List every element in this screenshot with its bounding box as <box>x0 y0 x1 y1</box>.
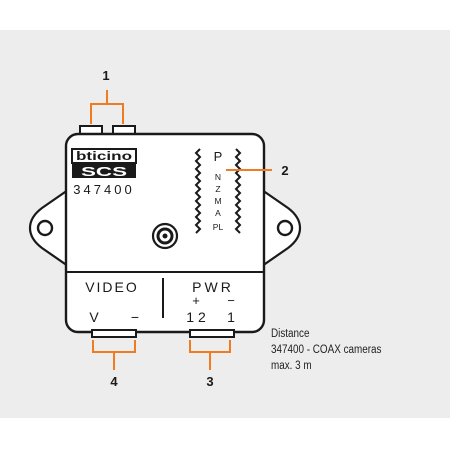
brand-logo-box-top <box>71 148 137 164</box>
coax-connector-pin <box>162 233 168 239</box>
power-minus: − <box>227 293 235 308</box>
model-number: 347400 <box>73 182 134 197</box>
video-label: VIDEO <box>85 279 139 295</box>
callout-2-label: 2 <box>281 163 288 178</box>
selector-mark: P <box>214 149 223 164</box>
selector-position: N <box>215 172 221 182</box>
selector-position: PL <box>213 222 224 232</box>
bottom-terminal-power <box>189 329 235 338</box>
power-plus: + <box>192 293 200 308</box>
distance-note: Distance 347400 - COAX cameras max. 3 m <box>271 326 381 374</box>
selector-position: M <box>214 196 221 206</box>
brand-logo-top: bticino <box>76 149 132 163</box>
callout-4-bracket <box>92 340 136 370</box>
video-terminal-v: V <box>89 309 99 325</box>
callout-1-bracket <box>90 90 124 124</box>
callout-4-label: 4 <box>110 374 118 389</box>
selector-position: A <box>215 208 221 218</box>
selector-position: Z <box>215 184 220 194</box>
power-terminal-12: 1 2 <box>186 309 206 325</box>
distance-note-line1: Distance <box>271 328 310 340</box>
callout-3-bracket <box>189 340 231 370</box>
left-mounting-hole <box>36 219 54 237</box>
right-mounting-hole <box>276 219 294 237</box>
power-terminal-1: 1 <box>227 309 235 325</box>
video-terminal-minus: − <box>131 309 139 325</box>
callout-3-label: 3 <box>206 374 213 389</box>
selector-left-rail <box>194 148 202 234</box>
brand-logo-bottom: SCS <box>81 164 128 179</box>
distance-note-line2: 347400 - COAX cameras <box>271 344 382 356</box>
brand-logo-box-bottom <box>72 164 136 178</box>
bottom-terminal-video <box>91 329 137 338</box>
distance-note-line3: max. 3 m <box>271 360 312 372</box>
callout-1-label: 1 <box>102 68 109 83</box>
selector-right-rail <box>234 148 242 234</box>
power-label: PWR <box>192 279 234 295</box>
